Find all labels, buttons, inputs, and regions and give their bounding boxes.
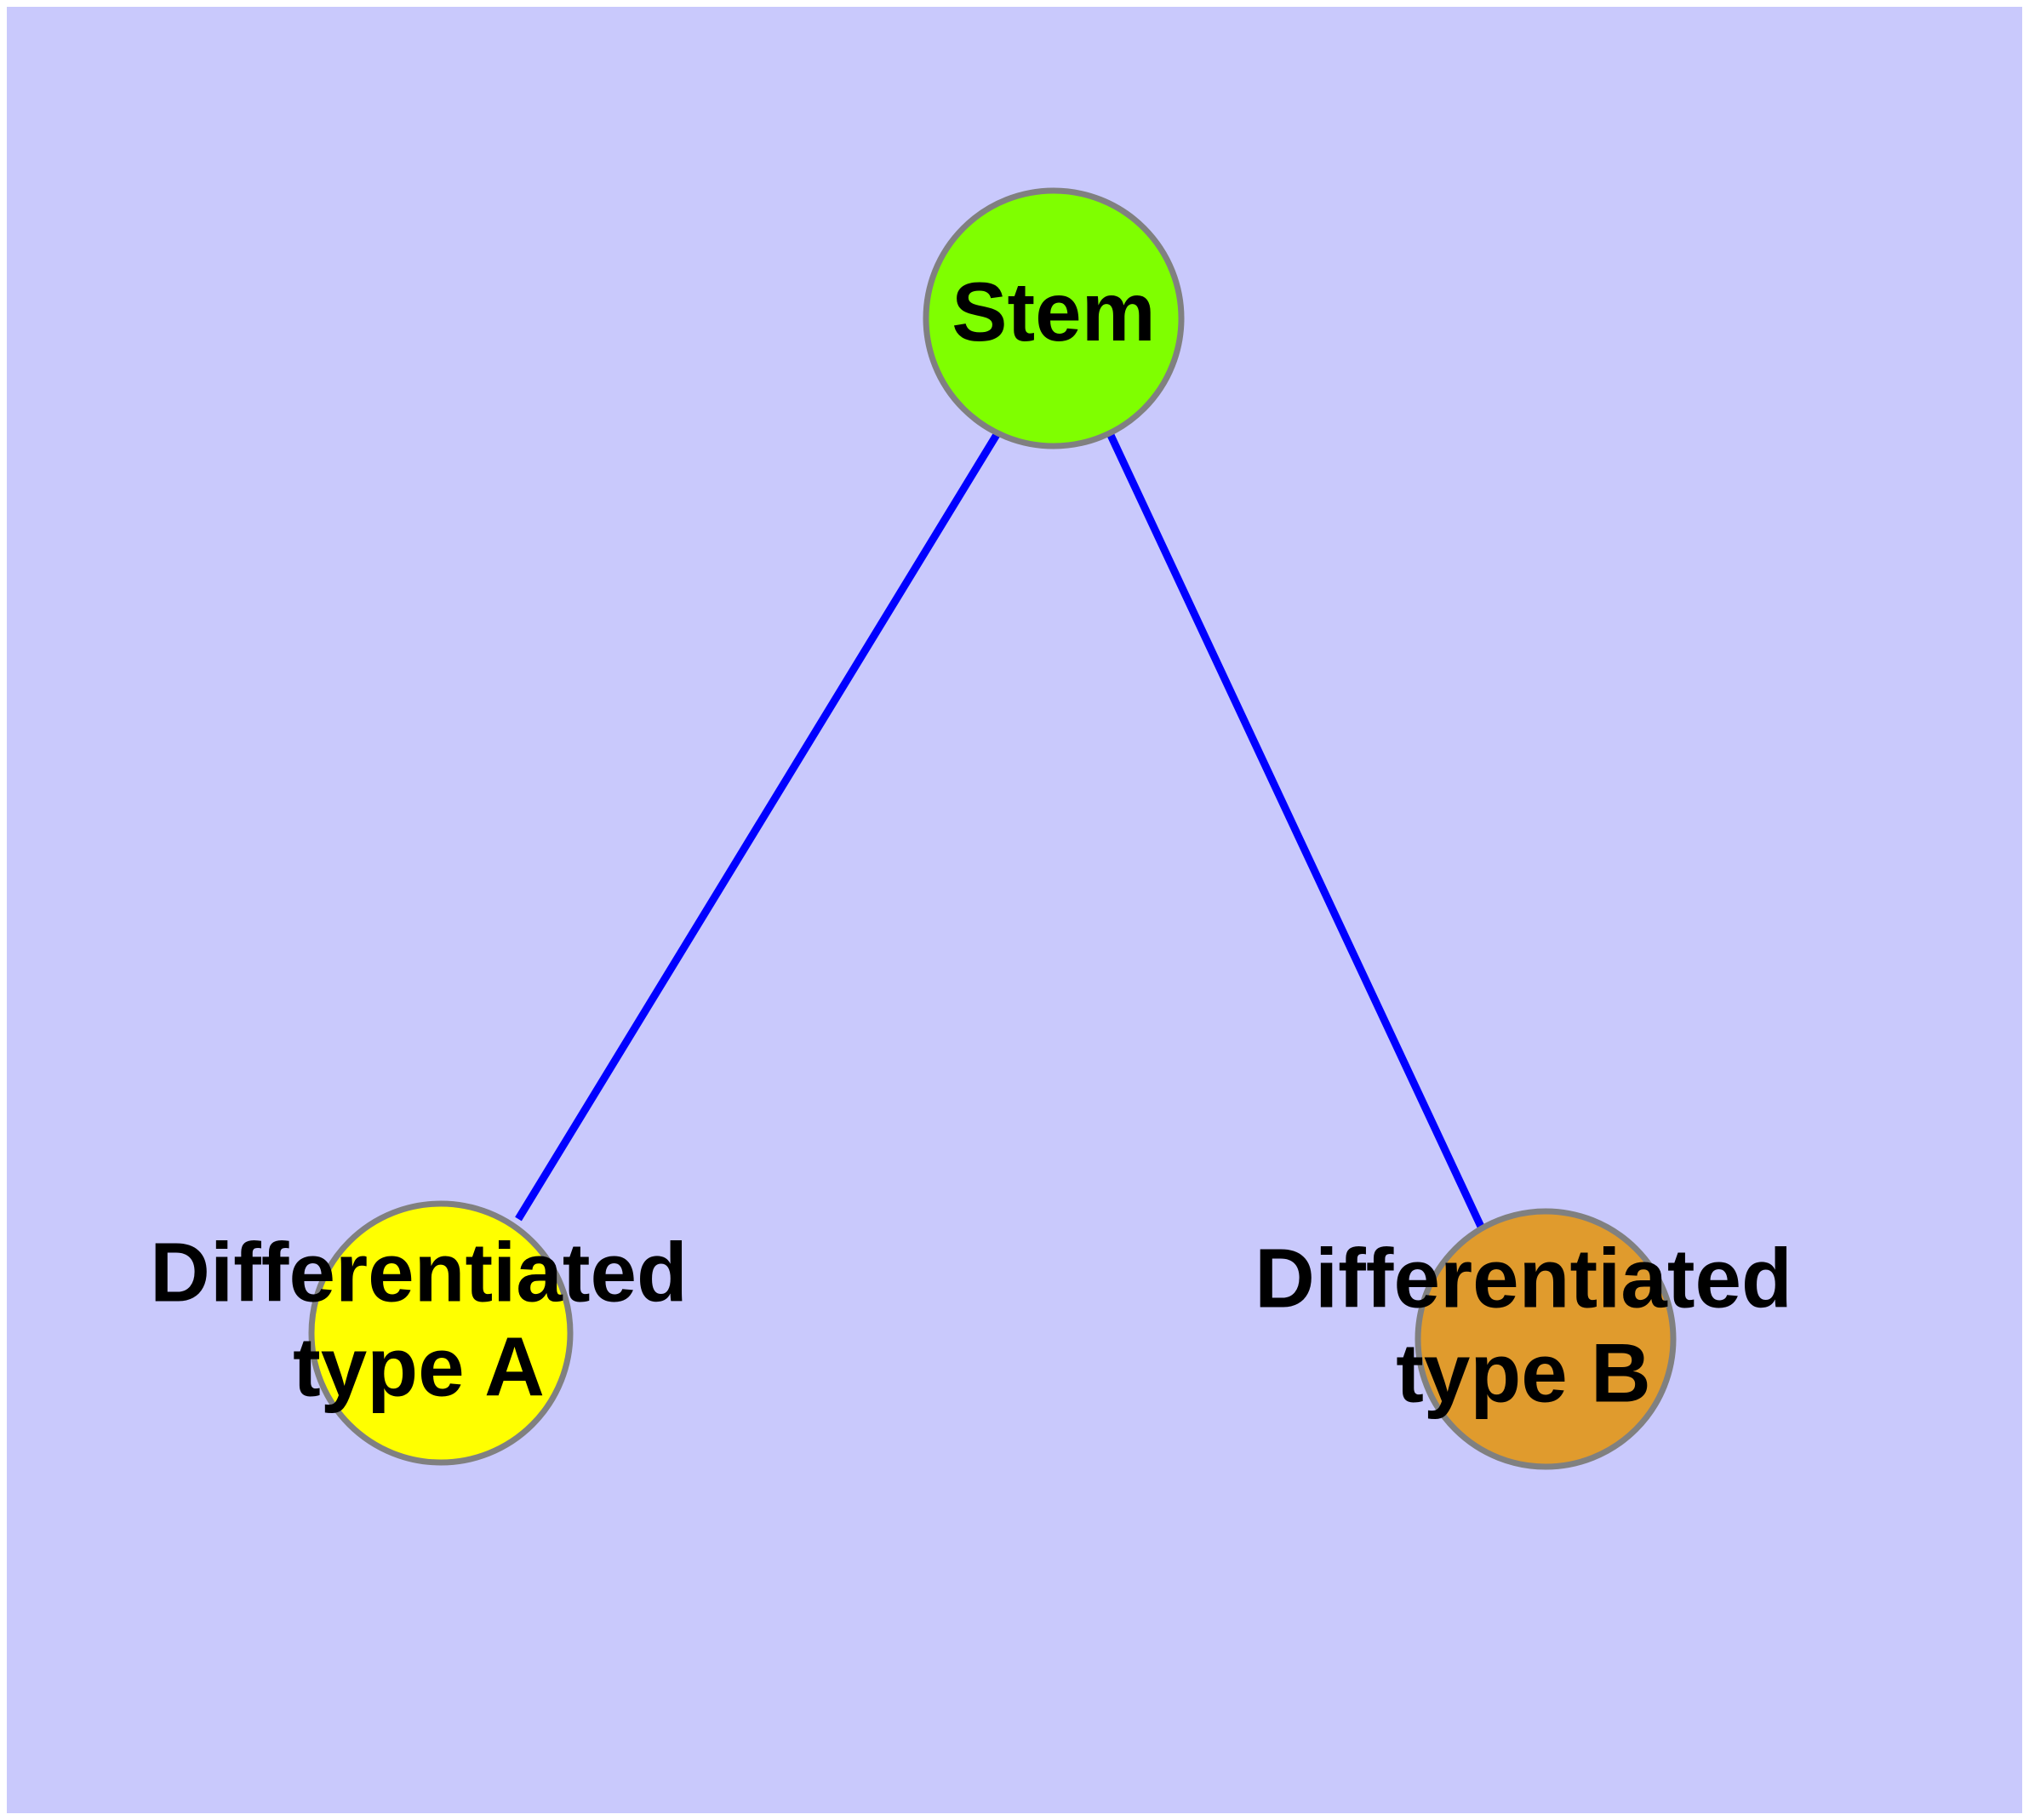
node-circle-diff_a[interactable] (308, 1200, 574, 1466)
graph-edge[interactable] (1106, 432, 1486, 1230)
graph-edge[interactable] (515, 431, 1001, 1222)
node-circle-diff_b[interactable] (1415, 1208, 1677, 1470)
node-label-diff_a: Differentiated (150, 1226, 688, 1319)
node-label-stem: Stem (952, 265, 1156, 358)
node-circle-stem[interactable] (923, 187, 1185, 449)
node-label-diff_b: Differentiated (1255, 1232, 1792, 1325)
graph-node-stem[interactable]: Stem (923, 187, 1185, 449)
node-label-diff_a: type A (293, 1319, 545, 1413)
edges-group (515, 431, 1486, 1230)
node-label-diff_b: type B (1396, 1325, 1651, 1419)
